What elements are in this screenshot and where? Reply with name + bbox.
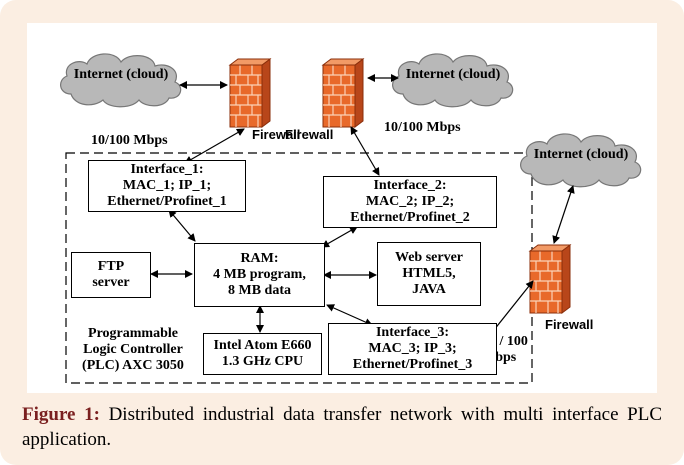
- cloud-1-label: Internet (cloud): [73, 67, 169, 82]
- cpu-line-1: Intel Atom E660: [213, 338, 312, 353]
- caption-text: Distributed industrial data transfer net…: [22, 404, 662, 450]
- ftp-line-2: server: [92, 275, 130, 290]
- firewall-3-label: Firewall: [545, 317, 594, 332]
- web-line-2: HTML5,: [402, 266, 456, 281]
- ram-box: RAM: 4 MB program, 8 MB data: [194, 243, 325, 307]
- interface-1-line-3: Ethernet/Profinet_1: [107, 194, 227, 209]
- link-ram-interface2: [321, 226, 358, 248]
- speed-label-1: 10/100 Mbps: [91, 133, 168, 148]
- interface-2-line-2: MAC_2; IP_2;: [365, 194, 455, 209]
- link-interface1-ram: [168, 209, 196, 242]
- diagram-panel: Internet (cloud) Internet (cloud) Intern…: [27, 23, 657, 393]
- plc-label: Programmable Logic Controller (PLC) AXC …: [71, 326, 195, 374]
- firewall-2-icon: [322, 58, 364, 128]
- interface-3-line-3: Ethernet/Profinet_3: [352, 357, 473, 372]
- link-firewall2-interface2: [350, 126, 380, 176]
- caption-label: Figure 1:: [22, 404, 100, 425]
- interface-1-box: Interface_1: MAC_1; IP_1; Ethernet/Profi…: [88, 160, 246, 212]
- interface-3-box: Interface_3: MAC_3; IP_3; Ethernet/Profi…: [328, 323, 497, 375]
- interface-1-line-1: Interface_1:: [130, 162, 204, 177]
- interface-1-line-2: MAC_1; IP_1;: [122, 178, 212, 193]
- firewall-1-icon: [229, 58, 271, 128]
- ftp-line-1: FTP: [97, 259, 125, 274]
- cpu-line-2: 1.3 GHz CPU: [221, 354, 304, 369]
- ftp-server-box: FTP server: [71, 252, 151, 298]
- cloud-2-label: Internet (cloud): [405, 67, 501, 82]
- web-line-3: JAVA: [412, 282, 446, 297]
- link-firewall1-interface1: [184, 128, 245, 164]
- link-ram-interface3: [326, 304, 373, 326]
- ram-line-2: 4 MB program,: [213, 267, 306, 282]
- web-line-1: Web server: [394, 250, 464, 265]
- plc-line-2: Logic Controller: [83, 342, 183, 357]
- figure-caption: Figure 1: Distributed industrial data tr…: [22, 402, 662, 452]
- link-cloud3-firewall3: [552, 185, 575, 244]
- plc-line-1: Programmable: [88, 326, 178, 341]
- cpu-box: Intel Atom E660 1.3 GHz CPU: [203, 333, 322, 375]
- cloud-3-label: Internet (cloud): [533, 147, 629, 162]
- firewall-2-label: Firewall: [285, 127, 334, 142]
- interface-2-box: Interface_2: MAC_2; IP_2; Ethernet/Profi…: [323, 176, 497, 228]
- firewall-1-label: Firewall: [252, 127, 301, 142]
- interface-3-line-1: Interface_3:: [375, 325, 450, 340]
- ram-line-1: RAM:: [240, 251, 279, 266]
- interface-3-line-2: MAC_3; IP_3;: [368, 341, 457, 356]
- interface-2-line-3: Ethernet/Profinet_2: [350, 210, 470, 225]
- ram-line-3: 8 MB data: [228, 283, 291, 298]
- web-server-box: Web server HTML5, JAVA: [377, 242, 481, 306]
- interface-2-line-1: Interface_2:: [373, 178, 447, 193]
- firewall-3-icon: [529, 244, 571, 314]
- speed-label-2: 10/100 Mbps: [384, 120, 461, 135]
- plc-line-3: (PLC) AXC 3050: [82, 358, 184, 373]
- network-diagram: [59, 53, 642, 384]
